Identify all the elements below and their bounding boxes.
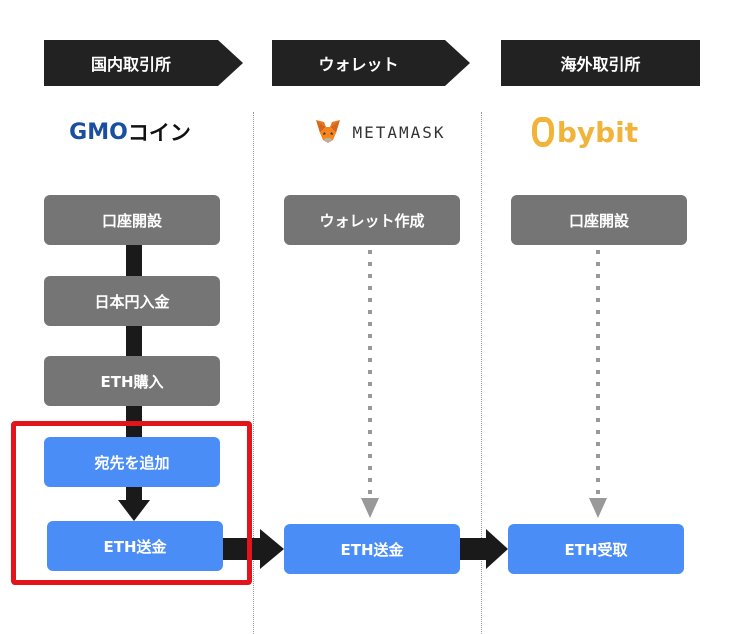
header-domestic-exchange: 国内取引所 xyxy=(44,40,243,86)
column-divider-1 xyxy=(253,112,254,634)
bybit-text: bybit xyxy=(556,115,639,149)
step-overseas-receive-eth: ETH受取 xyxy=(508,524,684,574)
step-domestic-add-destination: 宛先を追加 xyxy=(44,437,220,487)
step-domestic-open-account: 口座開設 xyxy=(44,195,220,245)
header-wallet: ウォレット xyxy=(272,40,470,86)
arrow-down-head xyxy=(118,500,150,521)
dotted-arrow-head-wallet xyxy=(361,498,379,518)
arrow-right-body-2 xyxy=(460,538,488,560)
metamask-fox-icon xyxy=(316,120,341,143)
connector-1 xyxy=(126,240,142,285)
step-domestic-send-eth: ETH送金 xyxy=(47,521,223,571)
metamask-logo: METAMASK xyxy=(290,112,470,152)
connector-4 xyxy=(126,484,142,502)
step-overseas-open-account: 口座開設 xyxy=(511,195,687,245)
dotted-arrow-head-overseas xyxy=(589,498,607,518)
step-domestic-jpy-deposit: 日本円入金 xyxy=(44,276,220,326)
arrow-right-head-2 xyxy=(486,529,508,569)
gmo-coin-text: コイン xyxy=(127,121,191,145)
column-divider-2 xyxy=(481,112,482,634)
step-wallet-create: ウォレット作成 xyxy=(284,195,460,245)
step-wallet-send-eth: ETH送金 xyxy=(284,524,460,574)
highlight-frame xyxy=(11,421,252,585)
step-domestic-buy-eth: ETH購入 xyxy=(44,356,220,406)
connector-2 xyxy=(126,320,142,365)
gmo-brand-text: GMO xyxy=(69,119,128,145)
header-overseas-exchange: 海外取引所 xyxy=(501,40,700,86)
bybit-mark-icon xyxy=(531,117,554,147)
metamask-text: METAMASK xyxy=(352,122,446,142)
bybit-logo: bybit xyxy=(530,112,640,152)
arrow-right-body-1 xyxy=(222,538,262,560)
arrow-right-head-1 xyxy=(260,529,284,569)
